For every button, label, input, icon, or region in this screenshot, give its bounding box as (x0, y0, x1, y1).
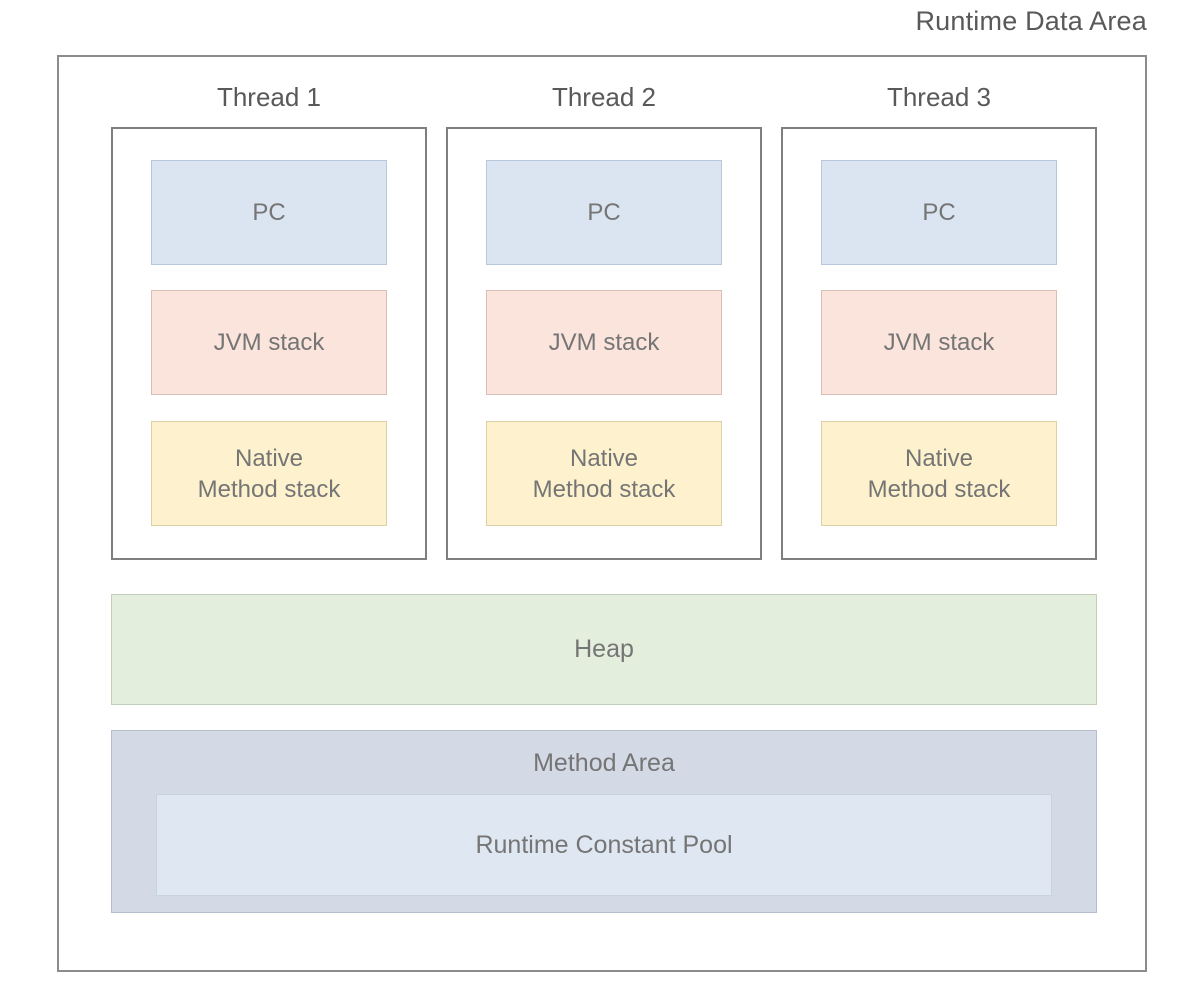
pc-block-thread-2: PC (486, 160, 722, 265)
jvm-stack-block-thread-1: JVM stack (151, 290, 387, 395)
thread-column-2: Thread 2 PC JVM stack Native Method stac… (446, 82, 762, 560)
thread-column-3: Thread 3 PC JVM stack Native Method stac… (781, 82, 1097, 560)
thread-label-1: Thread 1 (216, 82, 322, 112)
page-title: Runtime Data Area (915, 6, 1147, 36)
runtime-data-area-frame: Thread 1 PC JVM stack Native Method stac… (57, 55, 1147, 972)
thread-box-3: PC JVM stack Native Method stack (781, 127, 1097, 560)
runtime-constant-pool-block: Runtime Constant Pool (156, 794, 1052, 896)
native-method-stack-line1-thread-1: Native (234, 444, 304, 472)
pc-block-thread-1: PC (151, 160, 387, 265)
threads-row: Thread 1 PC JVM stack Native Method stac… (111, 82, 1097, 560)
thread-box-2: PC JVM stack Native Method stack (446, 127, 762, 560)
pc-block-thread-3: PC (821, 160, 1057, 265)
native-method-stack-line2-thread-1: Method stack (197, 475, 341, 503)
native-method-stack-line2-thread-3: Method stack (867, 475, 1011, 503)
native-method-stack-line1-thread-3: Native (904, 444, 974, 472)
method-area-block: Method Area Runtime Constant Pool (111, 730, 1097, 913)
thread-column-1: Thread 1 PC JVM stack Native Method stac… (111, 82, 427, 560)
jvm-stack-block-thread-3: JVM stack (821, 290, 1057, 395)
thread-label-2: Thread 2 (551, 82, 657, 112)
heap-block: Heap (111, 594, 1097, 705)
native-method-stack-block-thread-3: Native Method stack (821, 421, 1057, 526)
native-method-stack-block-thread-1: Native Method stack (151, 421, 387, 526)
native-method-stack-block-thread-2: Native Method stack (486, 421, 722, 526)
jvm-stack-block-thread-2: JVM stack (486, 290, 722, 395)
thread-box-1: PC JVM stack Native Method stack (111, 127, 427, 560)
native-method-stack-line2-thread-2: Method stack (532, 475, 676, 503)
method-area-label: Method Area (533, 749, 675, 777)
native-method-stack-line1-thread-2: Native (569, 444, 639, 472)
thread-label-3: Thread 3 (886, 82, 992, 112)
